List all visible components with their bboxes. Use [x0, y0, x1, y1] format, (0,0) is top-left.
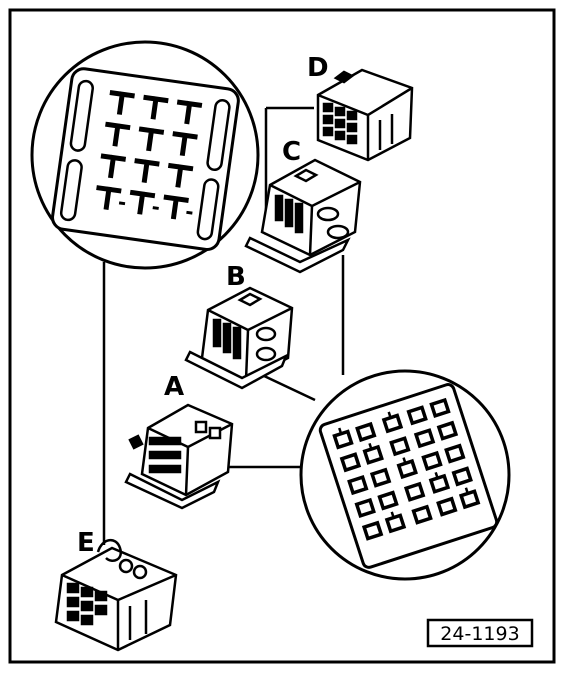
- label-a: A: [164, 372, 184, 402]
- label-e: E: [77, 528, 95, 558]
- connector-d: [316, 68, 414, 162]
- outer-frame: [8, 8, 556, 664]
- connector-c: [244, 158, 362, 274]
- label-d: D: [307, 53, 329, 83]
- detail-circle-top-left: [30, 40, 260, 270]
- label-c: C: [282, 137, 301, 167]
- figure-number-box: [426, 618, 534, 648]
- detail-circle-bottom-right: [299, 369, 511, 581]
- connector-e: [54, 539, 178, 652]
- label-b: B: [226, 262, 246, 292]
- connector-a: [124, 403, 234, 510]
- connector-b: [184, 286, 294, 390]
- t-contacts: [96, 90, 203, 220]
- figure-number: 24-1193: [440, 623, 519, 645]
